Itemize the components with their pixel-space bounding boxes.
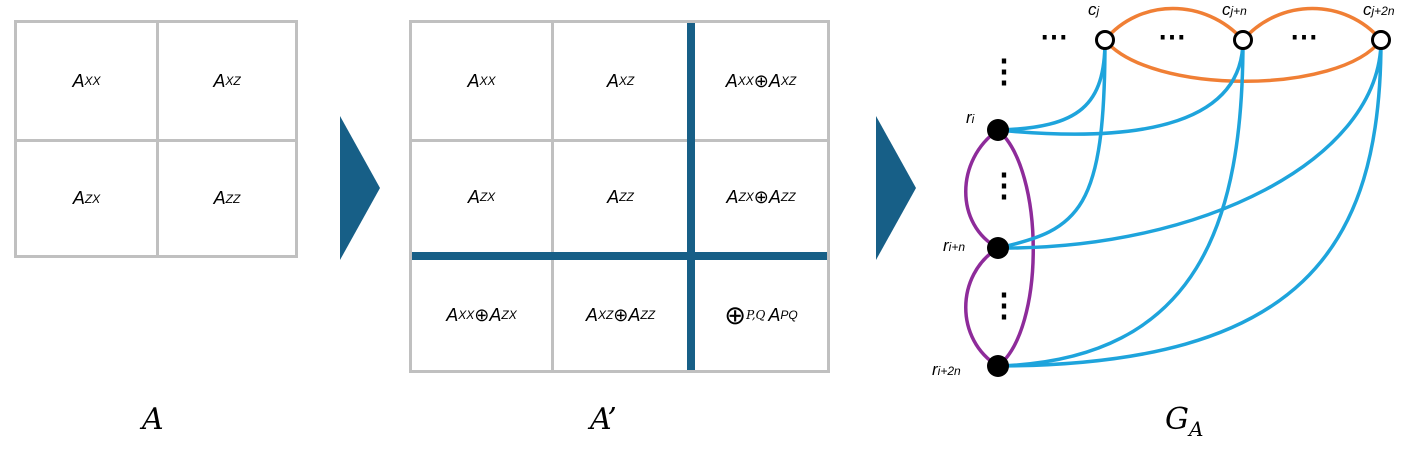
caption-a: A <box>142 402 164 437</box>
caption-ga: GA <box>1165 402 1204 441</box>
ellipsis-vertical: ⋮ <box>988 53 1020 89</box>
col-node-cjn <box>1233 30 1253 50</box>
transform-arrow <box>876 116 916 260</box>
transform-arrow <box>340 116 380 260</box>
grid-divider <box>17 139 295 142</box>
row-label-ri2n: ri+2n <box>932 360 961 379</box>
ellipsis-vertical: ⋮ <box>988 287 1020 323</box>
grid-divider <box>412 139 827 142</box>
ellipsis-vertical: ⋮ <box>988 167 1020 203</box>
col-label-cj: cj <box>1088 0 1100 19</box>
row-node-ri2n <box>987 355 1009 377</box>
caption-a-prime: A’ <box>590 402 617 437</box>
grid-divider <box>551 23 554 370</box>
col-label-cjn: cj+n <box>1222 0 1247 19</box>
row-node-ri <box>987 119 1009 141</box>
block-divider <box>412 252 827 260</box>
row-label-ri: ri <box>966 108 975 127</box>
block-divider <box>687 23 695 370</box>
col-node-cj2n <box>1371 30 1391 50</box>
cross-edges <box>997 39 1383 368</box>
col-node-cj <box>1095 30 1115 50</box>
ellipsis-horizontal: ⋯ <box>1158 21 1186 52</box>
ellipsis-horizontal: ⋯ <box>1040 21 1068 52</box>
row-node-rin <box>987 237 1009 259</box>
col-label-cj2n: cj+2n <box>1363 0 1395 19</box>
row-label-rin: ri+n <box>943 236 966 255</box>
ellipsis-horizontal: ⋯ <box>1290 21 1318 52</box>
